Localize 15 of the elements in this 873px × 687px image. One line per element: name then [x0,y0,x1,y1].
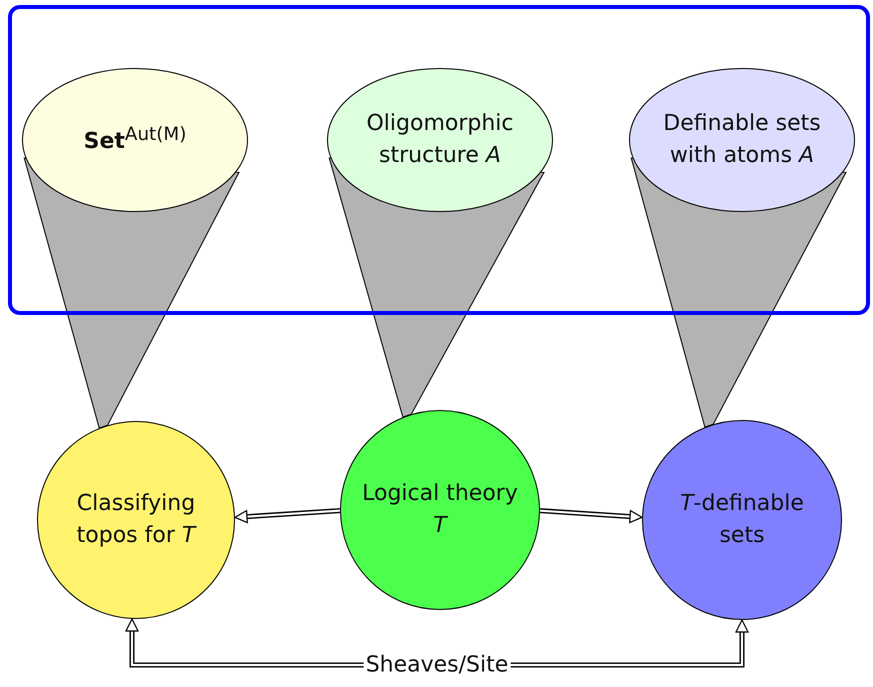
node-label: Logical theory T [361,480,519,540]
node-label: Definable sets with atoms A [662,110,822,170]
node-label: Set$^{Aut(M)}$ [82,122,188,156]
node-label: T-definable sets [679,490,805,550]
ellipse-node [327,68,553,212]
circle-node [340,410,540,610]
ellipse-node [629,68,855,212]
circle-node [37,421,235,619]
circle-node [642,420,842,620]
node-label: Classifying topos for T [76,490,198,550]
node-label: Oligomorphic structure A [365,110,515,170]
double-arrow [540,508,644,524]
ellipse-node [22,68,248,212]
double-arrow [234,508,340,524]
group-frame [8,5,870,315]
